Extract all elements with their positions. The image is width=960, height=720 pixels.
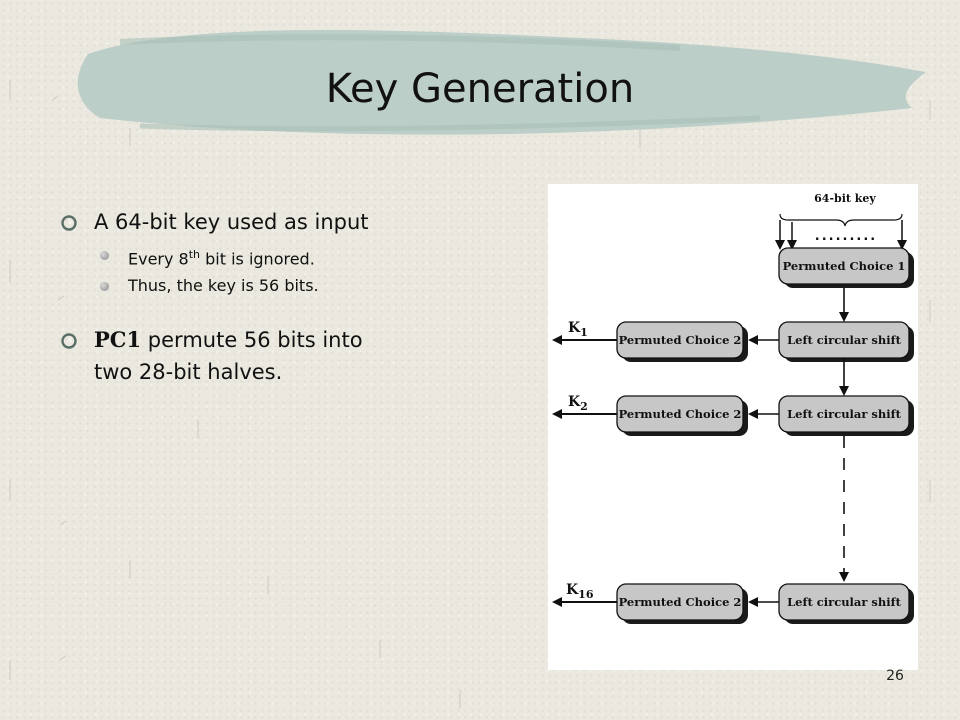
round-key-k16: K16 bbox=[566, 582, 594, 601]
round-key-k1: K1 bbox=[568, 320, 588, 339]
sub-bullet-text-before: Every 8 bbox=[128, 249, 189, 269]
pc2-box-2: Permuted Choice 2 bbox=[616, 395, 748, 436]
input-key-label: 64-bit key bbox=[814, 192, 876, 205]
pc2-box-16: Permuted Choice 2 bbox=[616, 583, 748, 624]
shift-box-2: Left circular shift bbox=[778, 395, 914, 436]
key-schedule-svg: 64-bit key ......... Permuted Choice 1 L… bbox=[552, 192, 914, 624]
bullet-ring-icon bbox=[61, 333, 77, 350]
pc2-box-label: Permuted Choice 2 bbox=[619, 595, 742, 609]
title-band-shape bbox=[77, 30, 927, 135]
sub-bullet-superscript: th bbox=[188, 248, 201, 261]
bullet-item: PC1 permute 56 bits into two 28-bit halv… bbox=[60, 324, 480, 388]
shift-box-label: Left circular shift bbox=[787, 333, 901, 347]
bullet-text: permute 56 bits into bbox=[141, 328, 363, 353]
pc2-box-label: Permuted Choice 2 bbox=[619, 407, 742, 421]
page-title: Key Generation bbox=[325, 66, 635, 112]
title-brush-band bbox=[77, 30, 927, 135]
bullet-item: A 64-bit key used as input bbox=[60, 206, 480, 238]
pc2-box-label: Permuted Choice 2 bbox=[619, 333, 742, 347]
sub-bullet-item: Thus, the key is 56 bits. bbox=[60, 276, 480, 296]
pc1-box-label: Permuted Choice 1 bbox=[783, 259, 906, 273]
page-number: 26 bbox=[886, 668, 904, 684]
bullet-ring-icon bbox=[61, 215, 77, 231]
sub-bullet-dot-icon bbox=[100, 251, 109, 260]
bullet-text: A 64-bit key used as input bbox=[94, 210, 369, 234]
bullet-text-continued: two 28-bit halves. bbox=[94, 360, 283, 385]
bullet-list: A 64-bit key used as input Every 8th bit… bbox=[60, 206, 480, 388]
shift-box-1: Left circular shift bbox=[778, 321, 914, 362]
shift-box-label: Left circular shift bbox=[787, 407, 901, 421]
pc1-box: Permuted Choice 1 bbox=[778, 247, 914, 288]
sub-bullet-text-after: bit is ignored. bbox=[200, 249, 315, 269]
pc2-box-1: Permuted Choice 2 bbox=[616, 321, 748, 362]
shift-box-label: Left circular shift bbox=[787, 595, 901, 609]
pc1-term: PC1 bbox=[94, 327, 142, 353]
sub-bullet-dot-icon bbox=[100, 282, 109, 292]
sub-bullet-item: Every 8th bit is ignored. bbox=[60, 245, 480, 269]
input-brace bbox=[779, 213, 903, 227]
sub-bullet-text: Thus, the key is 56 bits. bbox=[128, 276, 319, 296]
key-schedule-diagram: 64-bit key ......... Permuted Choice 1 L… bbox=[548, 184, 918, 670]
input-dots: ......... bbox=[815, 229, 877, 244]
shift-box-16: Left circular shift bbox=[778, 583, 914, 624]
round-key-k2: K2 bbox=[568, 394, 588, 413]
